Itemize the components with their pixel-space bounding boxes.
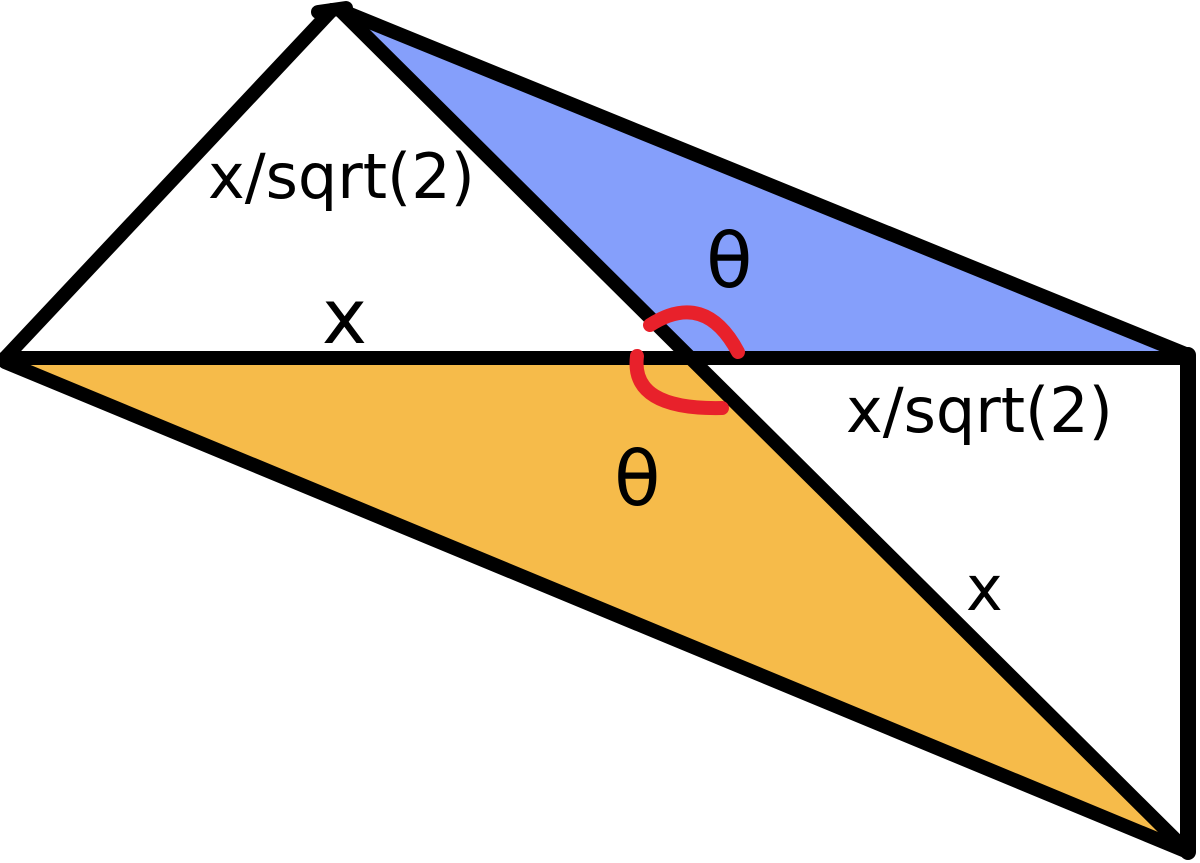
upper-long-side-label: x	[322, 272, 367, 361]
top-right-edge	[333, 3, 1195, 362]
upper-left-edge	[0, 3, 339, 365]
upper-angle-arc	[643, 305, 745, 359]
lower-angle-label: θ	[614, 434, 661, 523]
lower-angle-arc	[629, 349, 729, 416]
upper-angle-label: θ	[706, 216, 753, 305]
right-long-side-label: x	[966, 552, 1003, 625]
upper-short-side-label: x/sqrt(2)	[208, 140, 475, 213]
bottom-long-edge	[0, 355, 1195, 859]
right-short-side-label: x/sqrt(2)	[846, 374, 1113, 447]
diagonal-edge	[333, 3, 1195, 859]
